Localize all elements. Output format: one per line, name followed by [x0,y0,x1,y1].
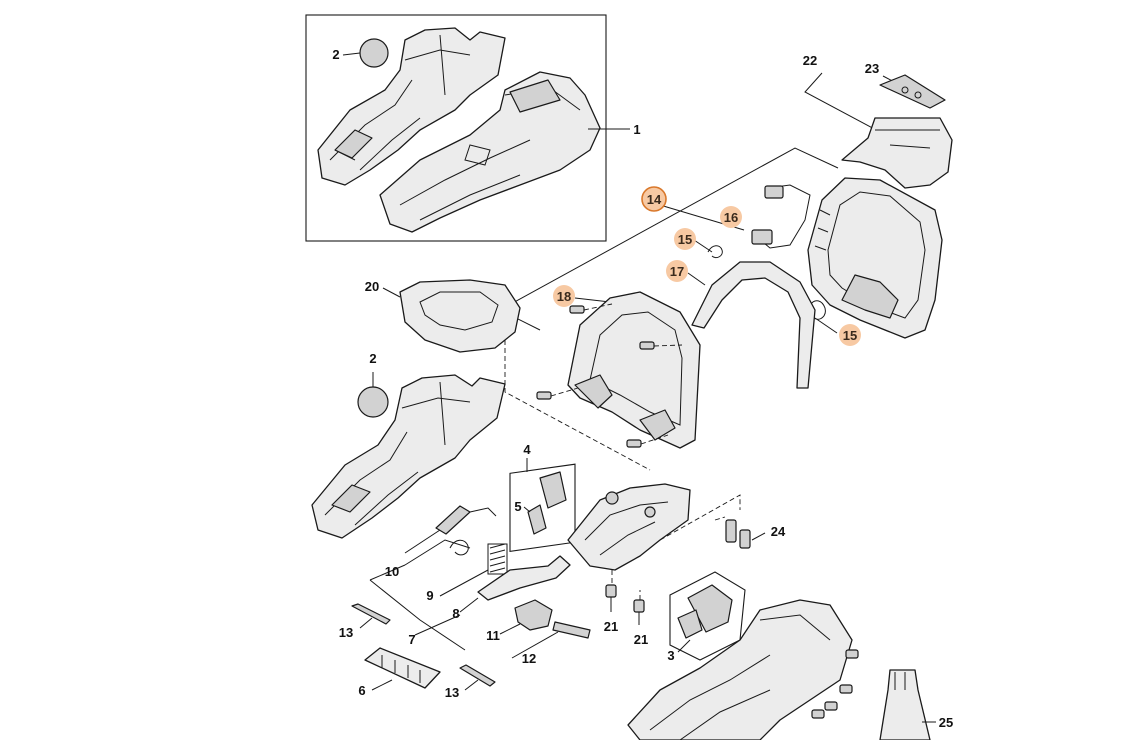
callout-2-inset: 2 [332,47,339,62]
callout-15b-highlight[interactable]: 15 [839,324,861,346]
callout-22: 22 [803,53,817,68]
spring-part-10 [449,539,469,556]
callout-20: 20 [365,279,379,294]
group-line-14 [499,147,839,311]
screw-part-21a [605,584,617,598]
callouts: 2 1 22 23 20 2 4 5 24 10 9 8 13 7 11 21 … [332,47,953,730]
bail-handle-part-17 [691,261,816,389]
strip-part-13b [459,664,496,687]
callout-1: 1 [633,122,640,137]
callout-6: 6 [358,683,365,698]
callout-17-highlight[interactable]: 17 [666,260,688,282]
callout-25: 25 [939,715,953,730]
rear-handle-frame [807,177,943,339]
strip-part-13a [351,603,391,625]
callout-5: 5 [514,499,521,514]
screw-part-24 [725,519,737,543]
decal-part-23 [879,74,946,109]
callout-23: 23 [865,61,879,76]
trigger-lock-part-11 [514,599,553,631]
screw-part-18 [536,305,655,448]
housing-right-half-inset [379,71,601,233]
callout-10: 10 [385,564,399,579]
bottom-housing [627,571,936,740]
lever-part-5 [527,504,547,535]
callout-18-highlight[interactable]: 18 [553,285,575,307]
latch-part-12 [552,621,591,639]
leader-2-inset [342,52,361,56]
svg-text:18: 18 [557,289,571,304]
cover-part-3 [687,584,733,633]
throttle-lever-part-8 [477,555,571,601]
callout-14-highlight[interactable]: 14 [641,186,667,212]
callout-7: 7 [408,632,415,647]
screw-part-21b [633,599,645,613]
mount-part-6 [364,647,441,689]
callout-9: 9 [426,588,433,603]
housing-inset [305,14,630,242]
switch-cable-part-16 [751,184,811,249]
svg-text:15: 15 [678,232,692,247]
handle-cover-part-22 [841,117,953,189]
housing-left-half [311,372,506,539]
svg-text:17: 17 [670,264,684,279]
callout-24: 24 [771,524,786,539]
shaft-part-25 [879,669,931,740]
seal-part-2-inset [359,38,389,68]
seal-part-2 [357,386,389,418]
inset-frame [305,14,607,242]
callout-21b: 21 [634,632,648,647]
housing-right-half [627,599,853,740]
handle-assembly [499,72,953,449]
svg-text:14: 14 [647,192,662,207]
trigger-part-4 [539,471,567,509]
svg-text:16: 16 [724,210,738,225]
trigger-group [351,458,591,691]
spring-part-9 [487,543,508,575]
svg-text:15: 15 [843,328,857,343]
gearbox-assembly [567,483,766,625]
housing-shell-part-20 [382,279,651,471]
callout-15a-highlight[interactable]: 15 [674,228,696,250]
loop-handle [567,291,701,449]
callout-21a: 21 [604,619,618,634]
callout-16-highlight[interactable]: 16 [720,206,742,228]
callout-13b: 13 [445,685,459,700]
callout-12: 12 [522,651,536,666]
highlighted-callouts: 14 16 15 17 18 15 [553,186,861,346]
callout-4: 4 [523,442,531,457]
callout-13a: 13 [339,625,353,640]
callout-11: 11 [486,628,500,643]
spring-part-15b [809,300,826,320]
callout-3: 3 [667,648,674,663]
gearbox [567,483,691,571]
spring-part-15a [707,245,723,259]
switch-lever-part-10 [435,505,471,535]
housing-left-half-inset [317,27,506,186]
callout-8: 8 [452,606,459,621]
callout-2: 2 [369,351,376,366]
